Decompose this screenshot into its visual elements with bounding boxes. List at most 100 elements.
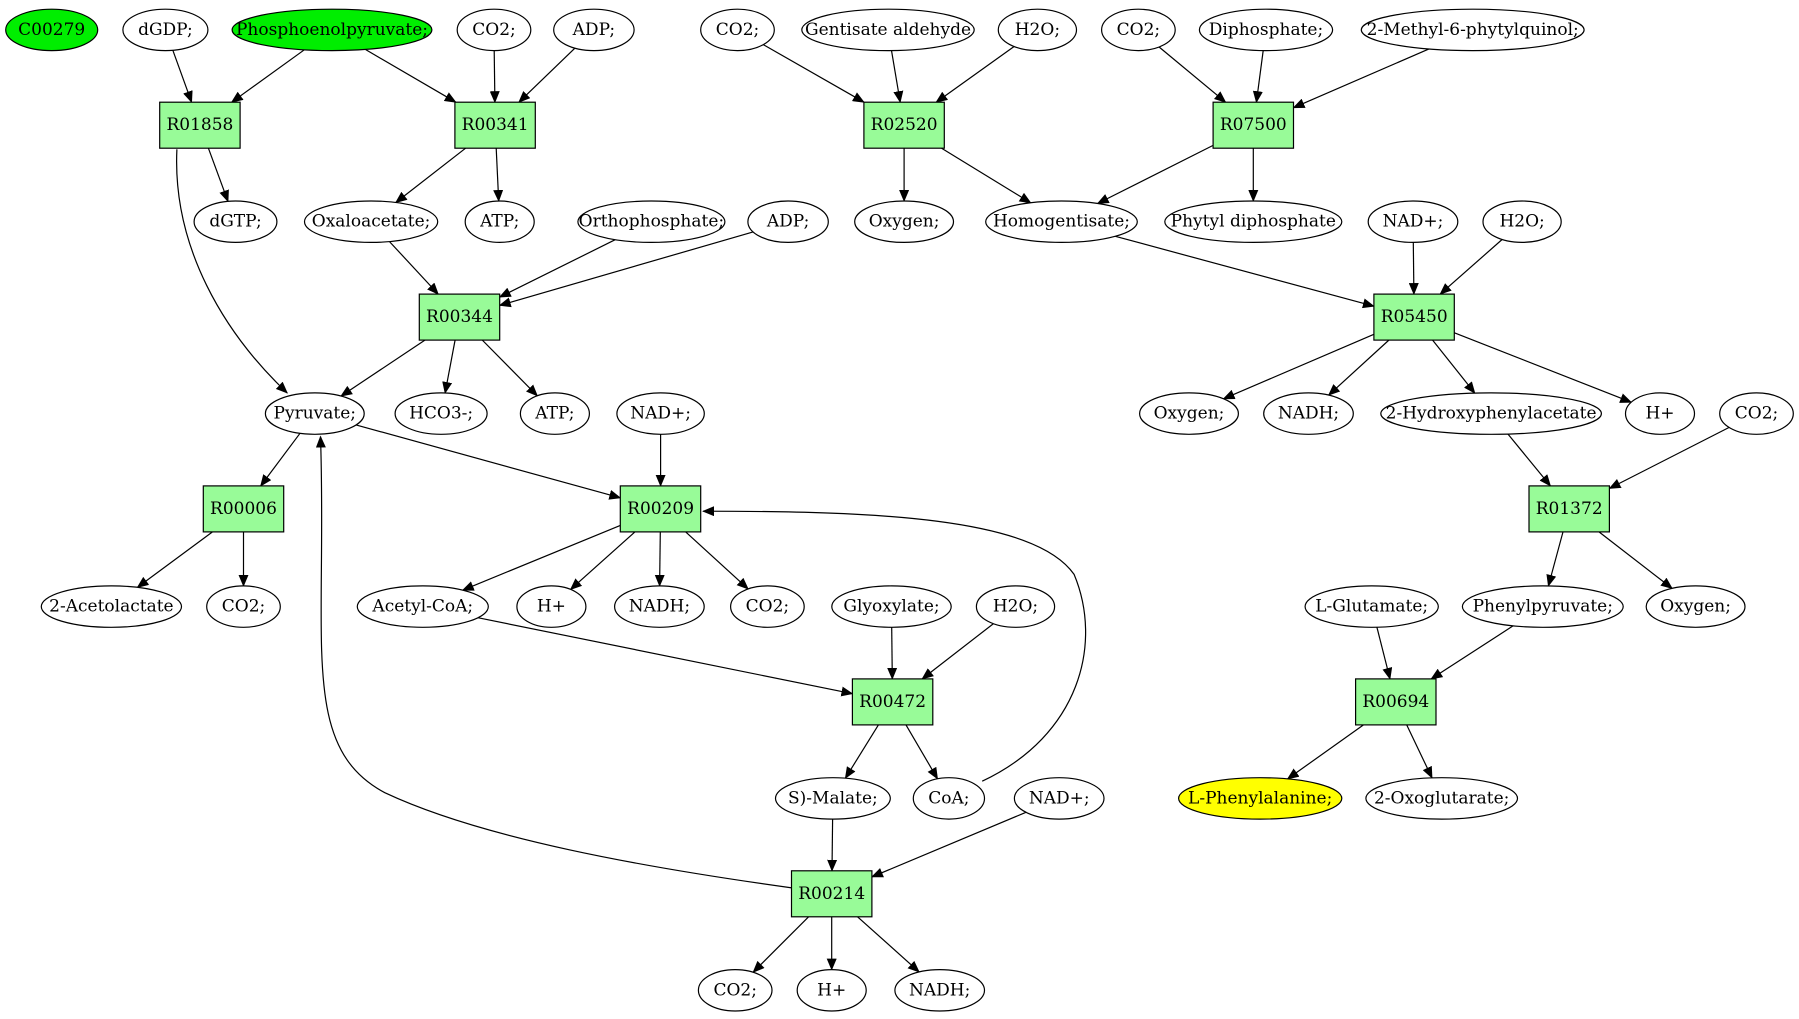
metabolite-ellipse (553, 8, 635, 52)
metabolite-node-glyoxylate[interactable]: Glyoxylate; (831, 585, 952, 628)
metabolite-ellipse (5, 8, 99, 52)
edge-coa-to-r00209 (702, 506, 1087, 782)
reaction-node-r00214[interactable]: R00214 (790, 870, 873, 918)
metabolite-ellipse (1624, 392, 1696, 435)
metabolite-node-nadh_b[interactable]: NADH; (614, 585, 705, 628)
metabolite-node-co2_e[interactable]: CO2; (206, 585, 281, 628)
metabolite-node-h2o_c[interactable]: H2O; (975, 585, 1056, 628)
metabolite-node-methylphytyl[interactable]: 2-Methyl-6-phytylquinol; (1360, 8, 1585, 52)
reaction-node-r05450[interactable]: R05450 (1373, 293, 1455, 341)
reaction-box (1528, 485, 1611, 533)
metabolite-node-hplus_c[interactable]: H+ (796, 968, 867, 1012)
metabolite-node-atp_a[interactable]: ATP; (464, 200, 535, 244)
metabolite-node-co2_f[interactable]: CO2; (730, 585, 805, 628)
reaction-node-r00209[interactable]: R00209 (619, 485, 702, 533)
reaction-box (619, 485, 702, 533)
metabolite-node-oxygen_b[interactable]: Oxygen; (1138, 392, 1239, 435)
metabolite-node-gentisate[interactable]: Gentisate aldehyde (801, 8, 975, 52)
reaction-node-r01858[interactable]: R01858 (159, 101, 241, 149)
metabolite-node-smalate[interactable]: S)-Malate; (774, 777, 891, 820)
metabolite-node-homogentisate[interactable]: Homogentisate; (985, 200, 1138, 244)
metabolite-node-co2_d[interactable]: CO2; (1719, 392, 1794, 435)
metabolite-node-phenylpyruvate[interactable]: Phenylpyruvate; (1461, 585, 1624, 628)
edge-acetylcoa-to-r00472 (477, 617, 854, 697)
metabolite-ellipse (516, 585, 587, 628)
metabolite-node-oxaloacetate[interactable]: Oxaloacetate; (303, 200, 439, 244)
metabolite-node-nadh_c[interactable]: NADH; (894, 968, 986, 1012)
metabolite-node-hco3[interactable]: HCO3-; (394, 392, 488, 435)
node-label: Phenylpyruvate; (1473, 597, 1613, 617)
edge-r00209-to-hplus_b (569, 531, 636, 591)
metabolite-node-co2_a[interactable]: CO2; (456, 8, 532, 52)
metabolite-node-coa[interactable]: CoA; (912, 777, 986, 820)
edge-r05450-to-oxygen_b (1222, 333, 1375, 400)
metabolite-ellipse (577, 200, 726, 244)
metabolite-node-co2_b[interactable]: CO2; (700, 8, 775, 52)
metabolite-node-lglutamate[interactable]: L-Glutamate; (1304, 585, 1439, 628)
metabolite-ellipse (1198, 8, 1334, 52)
reaction-node-r00344[interactable]: R00344 (418, 293, 501, 341)
edge-r00214-to-co2_g (752, 916, 810, 973)
metabolite-node-nadh_a[interactable]: NADH; (1263, 392, 1354, 435)
node-label: Diphosphate; (1209, 20, 1323, 40)
metabolite-node-orthophosphate[interactable]: Orthophosphate; (577, 200, 726, 244)
node-label: R02520 (871, 115, 938, 135)
metabolite-node-oxygen_c[interactable]: Oxygen; (1645, 585, 1746, 628)
metabolite-node-c00279[interactable]: C00279 (5, 8, 99, 52)
reaction-node-r02520[interactable]: R02520 (863, 101, 945, 149)
node-label: Homogentisate; (993, 212, 1130, 232)
metabolite-node-diphosphate[interactable]: Diphosphate; (1198, 8, 1334, 52)
metabolite-ellipse (975, 585, 1056, 628)
edge-pyruvate-to-r00006 (260, 432, 301, 487)
reaction-node-r00694[interactable]: R00694 (1354, 678, 1437, 726)
metabolite-node-adp_a[interactable]: ADP; (553, 8, 635, 52)
metabolite-node-lphenylalanine[interactable]: L-Phenylalanine; (1177, 777, 1343, 820)
metabolite-node-acetolactate[interactable]: 2-Acetolactate (40, 585, 183, 628)
metabolite-node-nad_c[interactable]: NAD+; (1013, 777, 1105, 820)
edge-glyoxylate-to-r00472 (887, 627, 898, 680)
edge-r01858-to-pyruvate (176, 149, 288, 394)
metabolite-ellipse (394, 392, 488, 435)
metabolite-ellipse (1263, 392, 1354, 435)
node-label: R05450 (1381, 307, 1448, 327)
reaction-node-r01372[interactable]: R01372 (1528, 485, 1611, 533)
node-label: 2-Methyl-6-phytylquinol; (1367, 20, 1579, 40)
reaction-node-r00006[interactable]: R00006 (202, 485, 285, 533)
metabolite-node-adp_b[interactable]: ADP; (747, 200, 829, 244)
node-label: ATP; (534, 404, 574, 424)
metabolite-node-hplus_b[interactable]: H+ (516, 585, 587, 628)
metabolite-ellipse (356, 585, 489, 628)
metabolite-node-acetylcoa[interactable]: Acetyl-CoA; (356, 585, 489, 628)
edge-r00472-to-coa (905, 724, 939, 780)
edge-diphosphate-to-r07500 (1252, 50, 1264, 104)
metabolite-node-hplus_a[interactable]: H+ (1624, 392, 1696, 435)
metabolite-node-hydroxyphenylacetate[interactable]: 2-Hydroxyphenylacetate (1380, 392, 1602, 435)
metabolite-node-oxoglutarate[interactable]: 2-Oxoglutarate; (1365, 777, 1519, 820)
reaction-node-r00472[interactable]: R00472 (851, 678, 934, 726)
metabolite-node-nad_b[interactable]: NAD+; (616, 392, 705, 435)
metabolite-node-co2_g[interactable]: CO2; (697, 968, 773, 1012)
edge-h2o_a-to-r02520 (935, 46, 1015, 103)
metabolite-node-h2o_b[interactable]: H2O; (1482, 200, 1562, 244)
node-label: Acetyl-CoA; (371, 597, 473, 617)
reaction-node-r07500[interactable]: R07500 (1212, 101, 1295, 149)
metabolite-ellipse (747, 200, 829, 244)
node-label: C00279 (18, 20, 85, 40)
metabolite-node-dgtp[interactable]: dGTP; (193, 200, 278, 244)
metabolite-node-pep[interactable]: Phosphoenolpyruvate; (231, 8, 433, 52)
edge-co2_c-to-r07500 (1158, 46, 1227, 103)
reaction-node-r00341[interactable]: R00341 (454, 101, 536, 149)
metabolite-node-dgdp[interactable]: dGDP; (122, 8, 209, 52)
node-label: R00694 (1362, 692, 1429, 712)
metabolite-node-co2_c[interactable]: CO2; (1100, 8, 1176, 52)
edge-r02520-to-homogentisate (941, 147, 1032, 204)
metabolite-node-atp_b[interactable]: ATP; (519, 392, 591, 435)
metabolite-node-phytyldp[interactable]: Phytyl diphosphate (1164, 200, 1343, 244)
metabolite-node-h2o_a[interactable]: H2O; (997, 8, 1078, 52)
node-label: CO2; (222, 597, 266, 617)
metabolite-node-oxygen_a[interactable]: Oxygen; (854, 200, 955, 244)
node-label: NADH; (1278, 404, 1339, 424)
metabolite-node-nad_a[interactable]: NAD+; (1367, 200, 1459, 244)
metabolite-node-pyruvate[interactable]: Pyruvate; (264, 392, 365, 435)
node-label: H2O; (993, 597, 1038, 617)
